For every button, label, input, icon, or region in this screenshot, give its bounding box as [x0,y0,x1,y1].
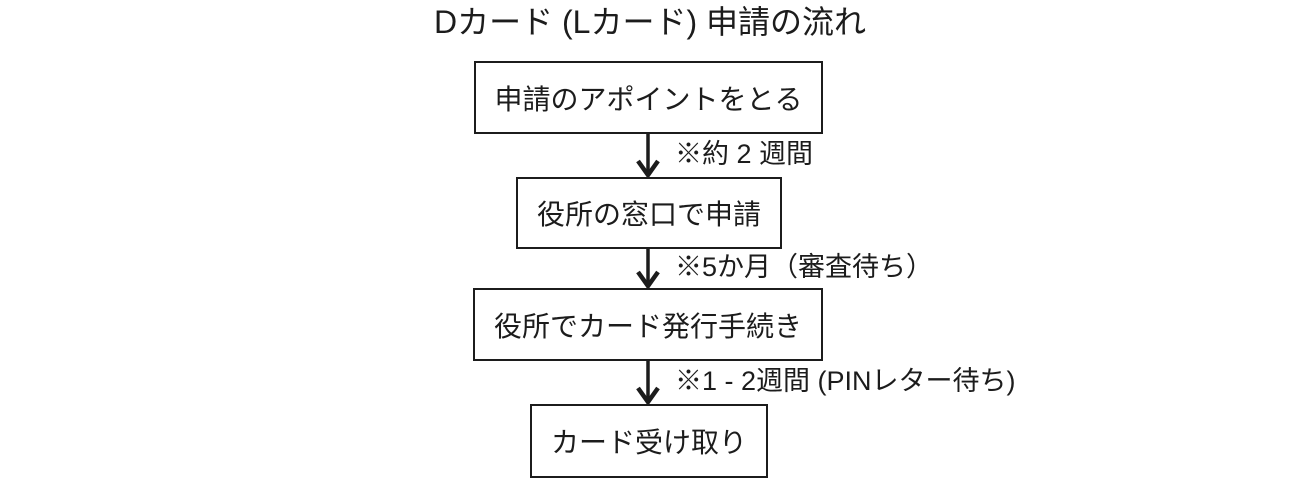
flow-step-card-issuance: 役所でカード発行手続き [473,288,823,361]
flow-transition-1: ※約 2 週間 [635,134,813,177]
flow-step-label: カード受け取り [550,427,747,458]
transition-note: ※5か月（審査待ち） [675,252,934,282]
down-arrow-icon [636,361,660,404]
flow-step-appointment: 申請のアポイントをとる [474,61,823,134]
flow-transition-3: ※1 - 2週間 (PINレター待ち) [635,361,1016,404]
flow-step-label: 役所の窓口で申請 [536,199,761,230]
down-arrow-icon [636,134,660,177]
flow-step-card-pickup: カード受け取り [530,404,768,478]
down-arrow-icon [636,249,660,288]
flow-step-label: 申請のアポイントをとる [494,83,803,115]
diagram-title: Dカード (Lカード) 申請の流れ [433,4,866,40]
flow-step-counter-application: 役所の窓口で申請 [516,177,782,249]
flow-transition-2: ※5か月（審査待ち） [635,249,933,288]
transition-note: ※約 2 週間 [675,139,814,169]
transition-note: ※1 - 2週間 (PINレター待ち) [675,366,1016,396]
flow-step-label: 役所でカード発行手続き [493,310,802,342]
